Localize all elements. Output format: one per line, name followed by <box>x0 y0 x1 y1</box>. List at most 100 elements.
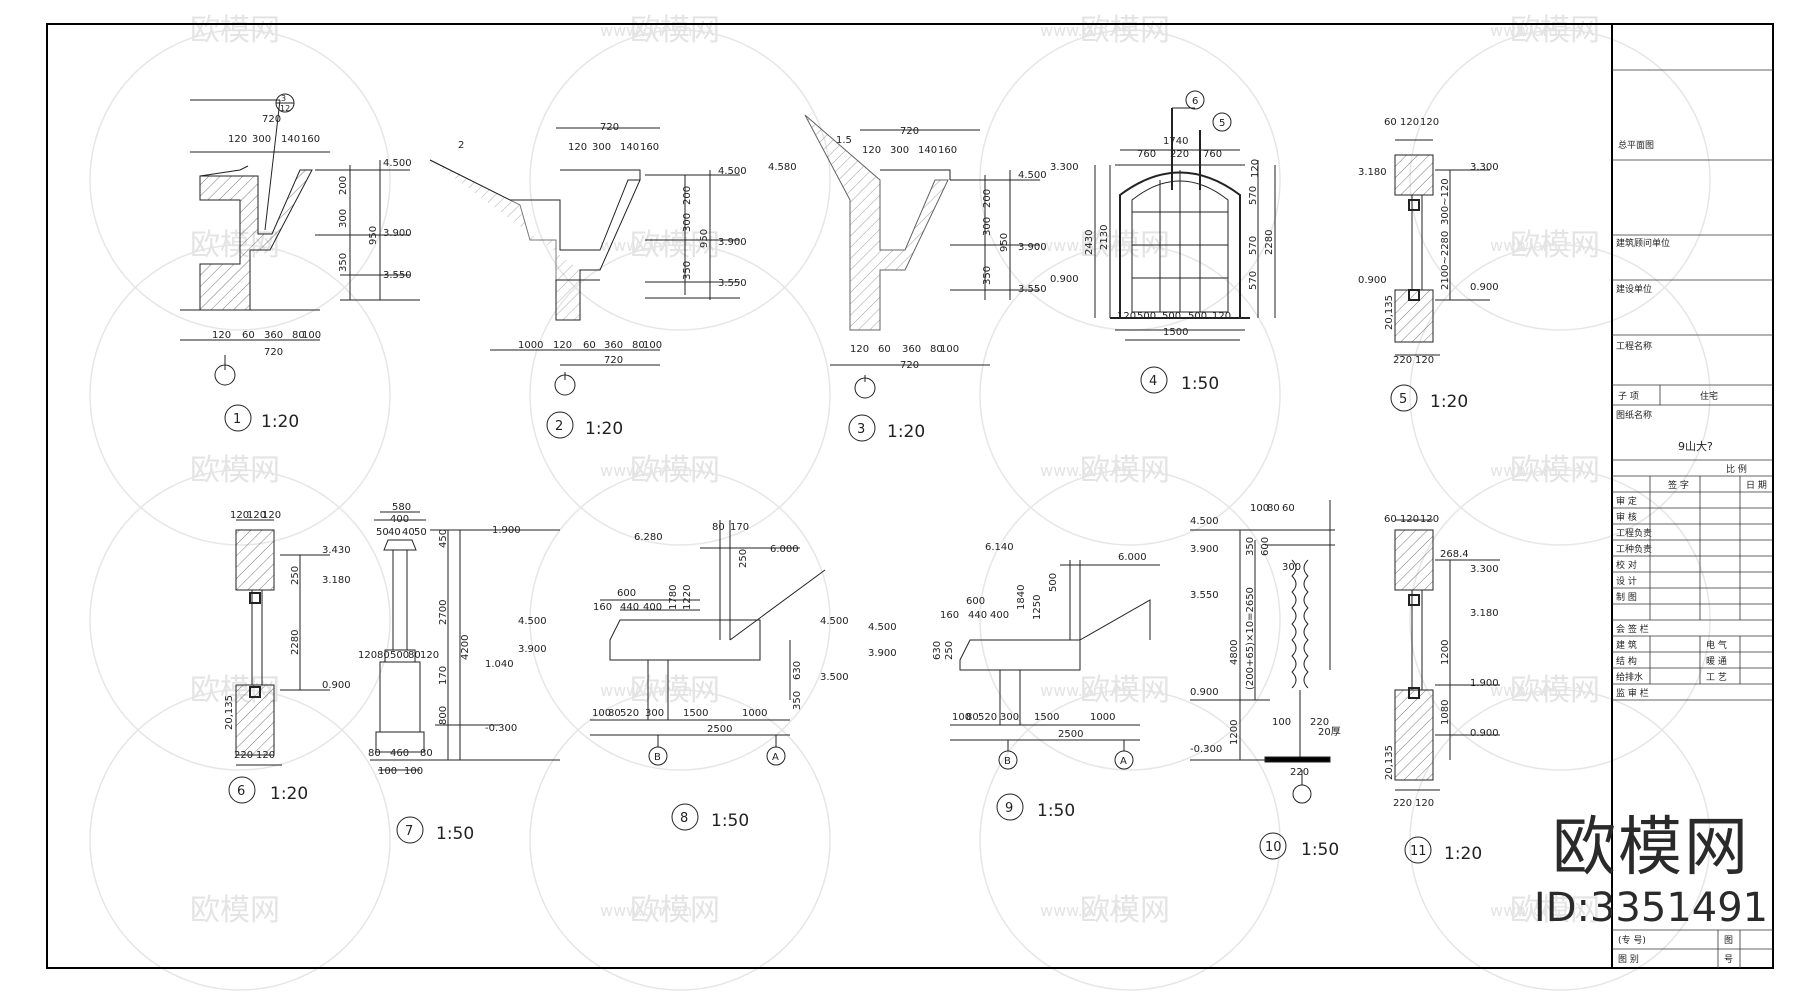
d6-level-0: 3.430 <box>322 545 351 556</box>
d7-v-0: 450 <box>438 529 449 548</box>
d6-level-2: 0.900 <box>322 680 351 691</box>
d10-misc-1: 100 <box>1272 717 1291 728</box>
d7-top3-1: 40 <box>388 527 401 538</box>
watermark-brand: 欧模网 <box>1510 228 1600 263</box>
d8-dim-8: 250 <box>738 549 749 568</box>
d8-level-1: 6.000 <box>770 544 799 555</box>
d6-v-2: 20,135 <box>224 695 235 730</box>
detail-7-title: 7 1:50 <box>396 816 474 844</box>
d8-number: 8 <box>680 811 688 826</box>
d2-scale: 1:20 <box>585 419 623 439</box>
d9-grid-a: A <box>1120 756 1127 767</box>
d6-top-1: 120 <box>247 510 266 521</box>
d2-bot-0: 1000 <box>518 340 543 351</box>
d5-scale: 1:20 <box>1430 392 1468 412</box>
detail-11-wall-section <box>1394 519 1500 791</box>
watermark-url: www.om.cn <box>1040 681 1132 700</box>
d3-width: 720 <box>900 126 919 137</box>
d9-level-3: 3.900 <box>868 648 897 659</box>
detail-3-title: 3 1:20 <box>848 414 925 442</box>
d11-level-0: 3.300 <box>1470 564 1499 575</box>
d9-level-2: 4.500 <box>868 622 897 633</box>
d9-dim-5: 1250 <box>1032 595 1043 620</box>
tb-client: 建设单位 <box>1616 283 1652 295</box>
d9-dim-12: 1000 <box>1090 712 1115 723</box>
watermark-ring <box>529 689 831 991</box>
tb-role-2: 工程负责 <box>1616 527 1652 539</box>
detail-7-labels: 580 400 50 40 40 50 120 80 500 80 120 80… <box>358 502 521 777</box>
d2-tag: 2 <box>458 140 464 151</box>
d1-callout-top: 3 <box>281 94 286 103</box>
d3-top-0: 120 <box>862 145 881 156</box>
d5-bot-1: 120 <box>1415 355 1434 366</box>
d9-scale: 1:50 <box>1037 801 1075 821</box>
d9-level-0: 6.140 <box>985 542 1014 553</box>
d2-v-2: 950 <box>699 229 710 248</box>
d3-v-1: 300 <box>982 217 993 236</box>
d8-dim-15: 2500 <box>707 724 732 735</box>
d11-v-0: 1200 <box>1440 640 1451 665</box>
d5-v-2: 20,135 <box>1384 295 1395 330</box>
d7-level-2: -0.300 <box>485 723 517 734</box>
tb-general-plan: 总平面图 <box>1618 139 1654 151</box>
d11-bot-1: 120 <box>1415 798 1434 809</box>
watermark-url: www.om.cn <box>1040 21 1132 40</box>
d8-dim-3: 400 <box>643 602 662 613</box>
watermark-brand: 欧模网 <box>190 893 280 928</box>
watermark-url: www.om.cn <box>1490 236 1582 255</box>
d5-level-0: 3.180 <box>1358 167 1387 178</box>
watermark-brand: 欧模网 <box>630 453 720 488</box>
d10-v-1: (200+65)×10=2650 <box>1245 587 1256 690</box>
d6-scale: 1:20 <box>270 784 308 804</box>
d1-level-1: 3.900 <box>383 228 412 239</box>
watermark-brand: 欧模网 <box>1080 673 1170 708</box>
d9-dim-1: 160 <box>940 610 959 621</box>
tb-disc-2-b: 工 艺 <box>1706 672 1727 683</box>
d7-top3-0: 50 <box>376 527 389 538</box>
tb-sign-col-1: 日 期 <box>1746 480 1767 491</box>
watermark-url: www.om.cn <box>1040 236 1132 255</box>
watermark-ring <box>979 244 1281 546</box>
d1-top-1: 300 <box>252 134 271 145</box>
d8-dim-17: 350 <box>792 691 803 710</box>
watermark-brand: 欧模网 <box>630 673 720 708</box>
d7-bot-2: 80 <box>420 748 433 759</box>
d7-bot2-0: 100 <box>378 766 397 777</box>
d2-top-3: 160 <box>640 142 659 153</box>
d8-dim-7: 1220 <box>682 585 693 610</box>
d2-bot-2: 60 <box>583 340 596 351</box>
detail-2-labels: 2 720 120 300 140 160 1000 120 60 360 80… <box>458 122 747 366</box>
d5-level-3: 0.900 <box>1470 282 1499 293</box>
d7-number: 7 <box>405 824 413 839</box>
detail-2-gutter-section <box>429 127 740 396</box>
watermark-url: www.om.cn <box>1490 21 1582 40</box>
d1-scale: 1:20 <box>261 412 299 432</box>
tb-role-0: 审 定 <box>1616 495 1637 507</box>
d7-bot2-1: 100 <box>404 766 423 777</box>
d11-top-0: 60 <box>1384 514 1397 525</box>
d9-number: 9 <box>1005 801 1013 816</box>
detail-6-wall-section <box>235 519 330 766</box>
detail-3-gutter-section <box>804 114 1040 399</box>
d9-dim-0: 600 <box>966 596 985 607</box>
d2-top-1: 300 <box>592 142 611 153</box>
d2-bot-total: 720 <box>604 355 623 366</box>
detail-2-title: 2 1:20 <box>546 411 623 439</box>
d10-level-1: 3.900 <box>1190 544 1219 555</box>
d4-top3-2: 760 <box>1203 149 1222 160</box>
detail-10-railing-section <box>1190 500 1335 804</box>
d5-level-2: 0.900 <box>1358 275 1387 286</box>
d10-top-0: 100 <box>1250 503 1269 514</box>
d2-bot-5: 100 <box>643 340 662 351</box>
tb-drawing-name: 图纸名称 <box>1616 409 1652 421</box>
d4-callout-a: 6 <box>1192 96 1198 107</box>
d3-number: 3 <box>857 422 865 437</box>
d6-v-1: 2280 <box>290 630 301 655</box>
d3-v-3: 350 <box>982 266 993 285</box>
detail-7-column-elevation <box>370 511 560 771</box>
d4-bot-1: 500 <box>1137 311 1156 322</box>
d7-bot-1: 460 <box>390 748 409 759</box>
d9-dim-8: 80 <box>966 712 979 723</box>
tb-footer-1-b: 号 <box>1724 954 1733 965</box>
d8-dim-13: 1500 <box>683 708 708 719</box>
